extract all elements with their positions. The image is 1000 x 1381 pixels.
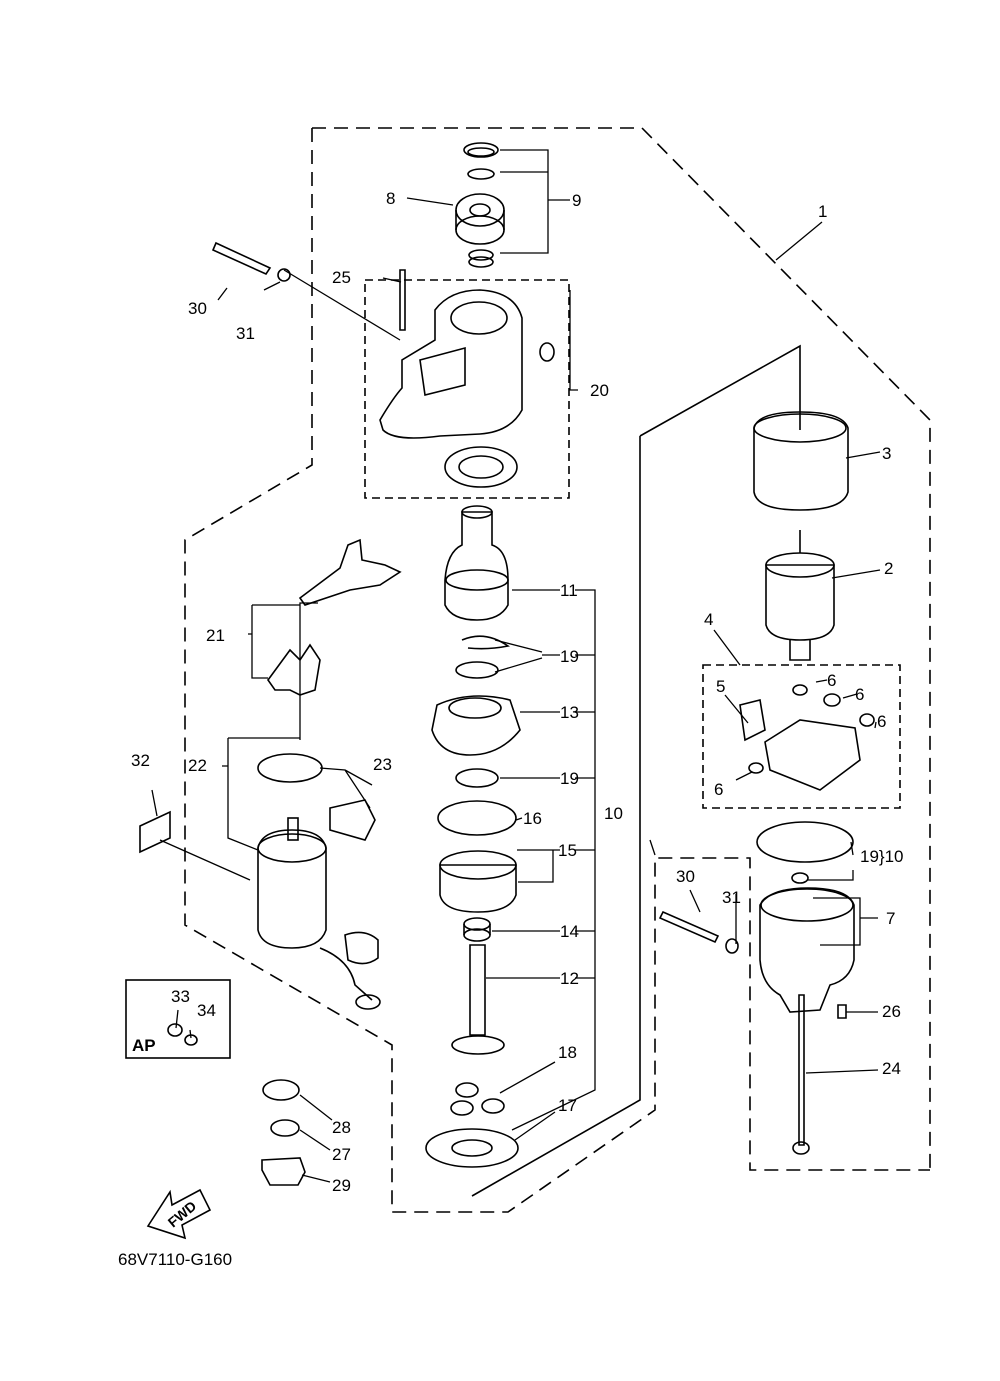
shift-lever bbox=[298, 538, 402, 606]
callout-23: 23 bbox=[373, 755, 392, 774]
callout-29: 29 bbox=[332, 1176, 351, 1195]
callout-20: 20 bbox=[590, 381, 609, 400]
callout-6-c: 6 bbox=[877, 712, 887, 731]
diagram-code: 68V7110-G160 bbox=[118, 1250, 233, 1269]
callout-9: 9 bbox=[572, 191, 582, 210]
drive-housing bbox=[444, 511, 509, 621]
callout-26: 26 bbox=[882, 1002, 901, 1021]
cushion-23a bbox=[329, 799, 376, 841]
armature-alignment-line bbox=[471, 344, 801, 1197]
clip-19 bbox=[461, 635, 511, 650]
top-cover bbox=[379, 289, 523, 439]
internal-gear bbox=[439, 864, 517, 913]
plate-19-right bbox=[756, 821, 854, 863]
nut-27 bbox=[270, 1119, 300, 1137]
through-bolt-24 bbox=[798, 994, 805, 1146]
callout-15: 15 bbox=[558, 841, 577, 860]
assembly-boundary-dashed bbox=[184, 127, 931, 1213]
callout-33: 33 bbox=[171, 987, 190, 1006]
callout-8: 8 bbox=[386, 189, 396, 208]
callout-17: 17 bbox=[558, 1096, 577, 1115]
planet-gear-1 bbox=[455, 1082, 479, 1098]
solenoid-gasket bbox=[257, 753, 323, 783]
callout-6-a: 6 bbox=[827, 671, 837, 690]
terminal-cover-29 bbox=[261, 1157, 306, 1186]
thrust-plate bbox=[425, 1128, 519, 1168]
fwd-arrow bbox=[146, 1188, 212, 1240]
callout-34: 34 bbox=[197, 1001, 216, 1020]
callout-13: 13 bbox=[560, 703, 579, 722]
callout-19-b: 19 bbox=[560, 769, 579, 788]
callout-7: 7 bbox=[886, 909, 896, 928]
callout-25: 25 bbox=[332, 268, 351, 287]
drive-shaft bbox=[469, 944, 486, 1036]
callout-30-a: 30 bbox=[188, 299, 207, 318]
top-cover-group-box bbox=[364, 279, 570, 499]
callout-19-a: 19 bbox=[560, 647, 579, 666]
bearing bbox=[444, 446, 518, 488]
callout-16: 16 bbox=[523, 809, 542, 828]
callout-32: 32 bbox=[131, 751, 150, 770]
end-cover bbox=[759, 887, 855, 1013]
callout-21: 21 bbox=[206, 626, 225, 645]
callout-12: 12 bbox=[560, 969, 579, 988]
brush-holder bbox=[764, 719, 861, 791]
callout-18: 18 bbox=[558, 1043, 577, 1062]
gear-housing bbox=[431, 695, 521, 756]
lever-spring bbox=[267, 643, 321, 696]
callout-31-b: 31 bbox=[722, 888, 741, 907]
callout-22: 22 bbox=[188, 756, 207, 775]
ap-box bbox=[125, 979, 231, 1059]
cushion-23b bbox=[344, 931, 379, 965]
washer-19-mid bbox=[455, 768, 499, 788]
solenoid bbox=[257, 829, 327, 949]
ring-gear-plate bbox=[437, 800, 517, 836]
terminal-nut-28 bbox=[262, 1079, 300, 1101]
callout-6-b: 6 bbox=[855, 685, 865, 704]
callout-5: 5 bbox=[716, 677, 726, 696]
stopper-ring bbox=[463, 142, 499, 158]
screw-26 bbox=[837, 1004, 847, 1019]
callout-31-a: 31 bbox=[236, 324, 255, 343]
callout-4: 4 bbox=[704, 610, 714, 629]
bolt-25 bbox=[399, 269, 406, 331]
planet-gear-3 bbox=[481, 1098, 505, 1114]
spring bbox=[468, 249, 494, 261]
washer-19-top bbox=[455, 661, 499, 679]
clip-ring bbox=[467, 168, 495, 180]
armature bbox=[765, 564, 835, 641]
callout-30-b: 30 bbox=[676, 867, 695, 886]
label-32 bbox=[139, 810, 171, 854]
callout-10: 10 bbox=[604, 804, 623, 823]
leader-lines bbox=[151, 149, 881, 1183]
callout-2: 2 bbox=[884, 559, 894, 578]
callout-19-10: 19}10 bbox=[860, 847, 904, 866]
callout-3: 3 bbox=[882, 444, 892, 463]
callout-14: 14 bbox=[560, 922, 579, 941]
callout-6-d: 6 bbox=[714, 780, 724, 799]
planet-gear-2 bbox=[450, 1100, 474, 1116]
callout-28: 28 bbox=[332, 1118, 351, 1137]
bolt-30-right bbox=[658, 910, 720, 944]
callout-24: 24 bbox=[882, 1059, 901, 1078]
pinion-gear bbox=[455, 193, 505, 227]
yoke bbox=[753, 411, 849, 511]
bolt-30-left bbox=[211, 241, 272, 276]
brush-holder-group-box bbox=[702, 664, 901, 809]
callout-11: 11 bbox=[560, 581, 578, 600]
ap-label: AP bbox=[132, 1036, 156, 1055]
callout-27: 27 bbox=[332, 1145, 351, 1164]
callout-1: 1 bbox=[818, 202, 828, 221]
